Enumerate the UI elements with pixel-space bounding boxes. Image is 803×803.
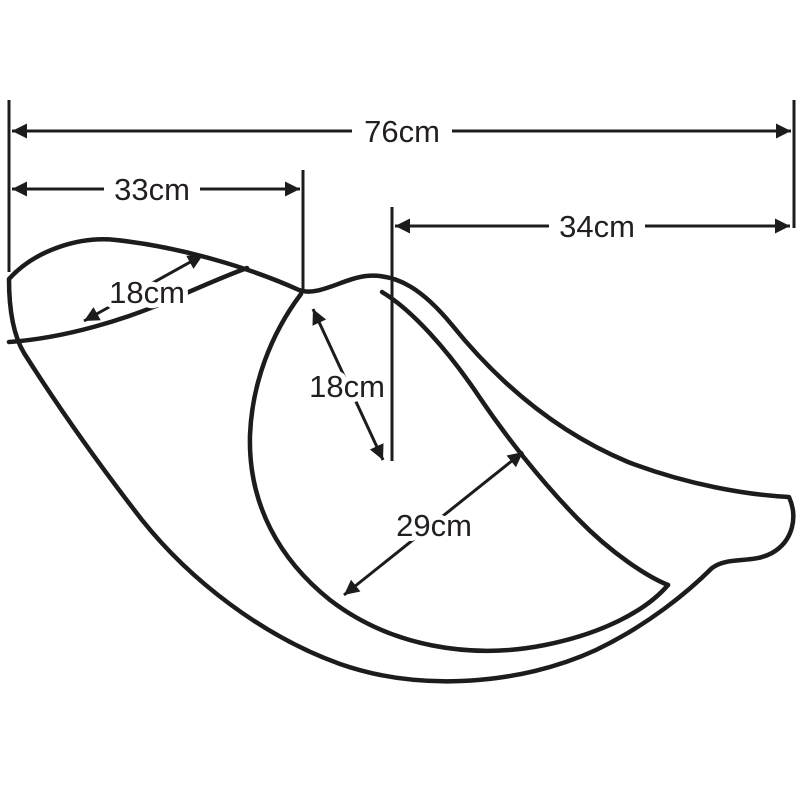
dim-total-length-label: 76cm (364, 114, 440, 149)
dim-front-pad-depth-label: 18cm (109, 275, 185, 310)
seat-dish-upper-rim (379, 289, 671, 588)
dim-seat-pan-width: 29cm (343, 450, 524, 597)
dim-total-length: 76cm (11, 109, 791, 154)
dim-mid-drop-line (311, 308, 385, 461)
dim-front-section: 33cm (11, 167, 300, 212)
seat-outer-outline (6, 237, 796, 684)
dim-front-pad-depth-line (83, 253, 204, 323)
dim-rear-section: 34cm (395, 204, 790, 249)
dim-mid-drop: 18cm (304, 308, 390, 461)
dim-seat-pan-width-label: 29cm (396, 508, 472, 543)
dim-mid-drop-label: 18cm (309, 369, 385, 404)
seat-dish-lower-rim (247, 291, 671, 654)
dim-front-pad-depth: 18cm (83, 253, 204, 323)
dim-rear-section-label: 34cm (559, 209, 635, 244)
dim-front-section-label: 33cm (114, 172, 190, 207)
dim-seat-pan-width-line (343, 450, 524, 597)
seat-drawing (6, 237, 796, 684)
